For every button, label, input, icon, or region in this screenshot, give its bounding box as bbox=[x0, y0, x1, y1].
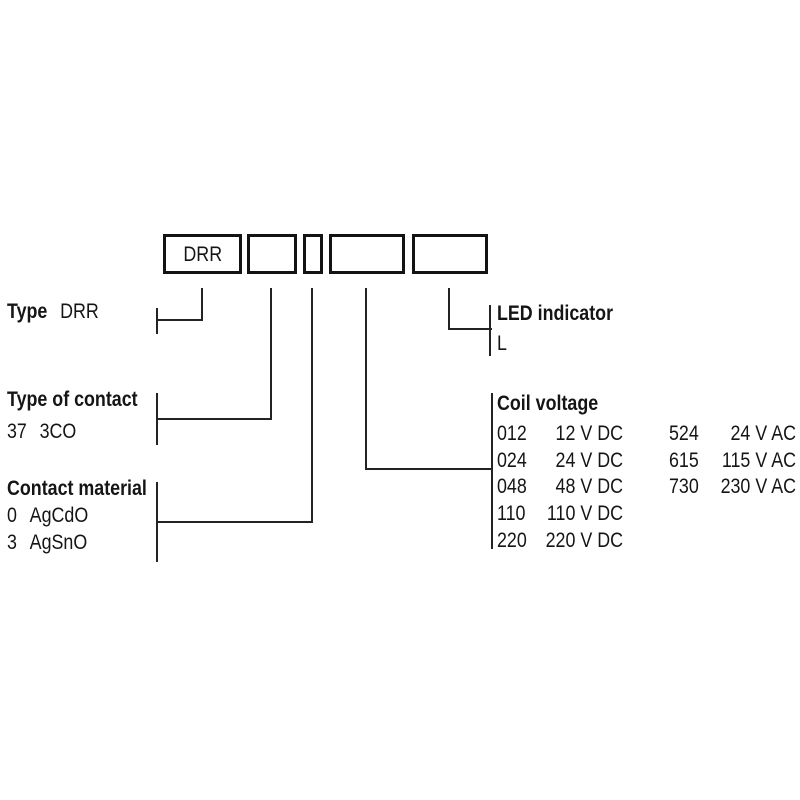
led-value: L bbox=[497, 332, 507, 355]
coil-dc-value: 24 V DC bbox=[555, 449, 623, 472]
material-heading: Contact material bbox=[7, 477, 147, 500]
coil-dc-code: 048 bbox=[497, 475, 527, 498]
contact-name: 3CO bbox=[39, 420, 77, 443]
coil-ac-code: 615 bbox=[669, 449, 699, 472]
coil-ac-value: 24 V AC bbox=[730, 422, 796, 445]
code-box-type: DRR bbox=[163, 234, 242, 274]
coil-dc-value: 110 V DC bbox=[546, 502, 623, 525]
coil-dc-code: 220 bbox=[497, 529, 527, 552]
material-row: 3 AgSnO bbox=[7, 532, 87, 553]
coil-dc-value: 48 V DC bbox=[555, 475, 623, 498]
connector-led-horizontal bbox=[448, 328, 492, 330]
code-box-voltage bbox=[329, 234, 405, 274]
tick-contact bbox=[156, 393, 158, 445]
coil-heading: Coil voltage bbox=[497, 392, 599, 415]
material-name: AgSnO bbox=[29, 531, 88, 554]
tick-type bbox=[156, 308, 158, 334]
coil-dc-value: 220 V DC bbox=[545, 529, 623, 552]
contact-code: 37 bbox=[7, 420, 27, 443]
material-code: 0 bbox=[7, 504, 17, 527]
type-value: DRR bbox=[60, 300, 99, 323]
connector-type-horizontal bbox=[157, 319, 203, 321]
code-box-material bbox=[303, 234, 323, 274]
connector-material-vertical bbox=[311, 288, 313, 523]
contact-heading: Type of contact bbox=[7, 388, 138, 411]
material-row: 0 AgCdO bbox=[7, 505, 88, 526]
coil-dc-code: 012 bbox=[497, 422, 527, 445]
tick-led bbox=[489, 305, 491, 356]
connector-voltage-horizontal bbox=[365, 468, 493, 470]
connector-contact-vertical bbox=[270, 288, 272, 420]
connector-voltage-vertical bbox=[365, 288, 367, 470]
connector-type-vertical bbox=[201, 288, 203, 321]
coil-ac-value: 230 V AC bbox=[720, 475, 796, 498]
connector-material-horizontal bbox=[157, 521, 313, 523]
code-box-contact bbox=[247, 234, 297, 274]
tick-voltage bbox=[491, 393, 493, 549]
connector-led-vertical bbox=[448, 288, 450, 330]
coil-dc-value: 12 V DC bbox=[555, 422, 623, 445]
coil-ac-code: 524 bbox=[669, 422, 699, 445]
code-box-type-label: DRR bbox=[183, 242, 222, 266]
coil-ac-value: 115 V AC bbox=[721, 449, 796, 472]
led-heading: LED indicator bbox=[497, 302, 614, 325]
code-box-led bbox=[412, 234, 488, 274]
type-label: Type bbox=[7, 300, 48, 323]
tick-material bbox=[156, 482, 158, 562]
coil-dc-code: 110 bbox=[497, 502, 526, 525]
coil-ac-code: 730 bbox=[669, 475, 699, 498]
contact-row: 37 3CO bbox=[7, 421, 76, 442]
material-code: 3 bbox=[7, 531, 17, 554]
material-name: AgCdO bbox=[29, 504, 89, 527]
coil-dc-code: 024 bbox=[497, 449, 527, 472]
type-row: Type DRR bbox=[7, 301, 99, 322]
connector-contact-horizontal bbox=[157, 418, 272, 420]
